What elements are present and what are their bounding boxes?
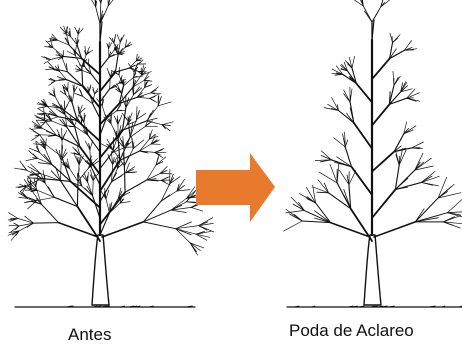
caption-after: Poda de Aclareo: [289, 321, 414, 341]
tree-after-thinning-icon: [284, 0, 462, 307]
caption-before: Antes: [68, 325, 111, 345]
right-arrow-icon: [196, 153, 275, 222]
tree-before-pruning-icon: [8, 0, 214, 307]
